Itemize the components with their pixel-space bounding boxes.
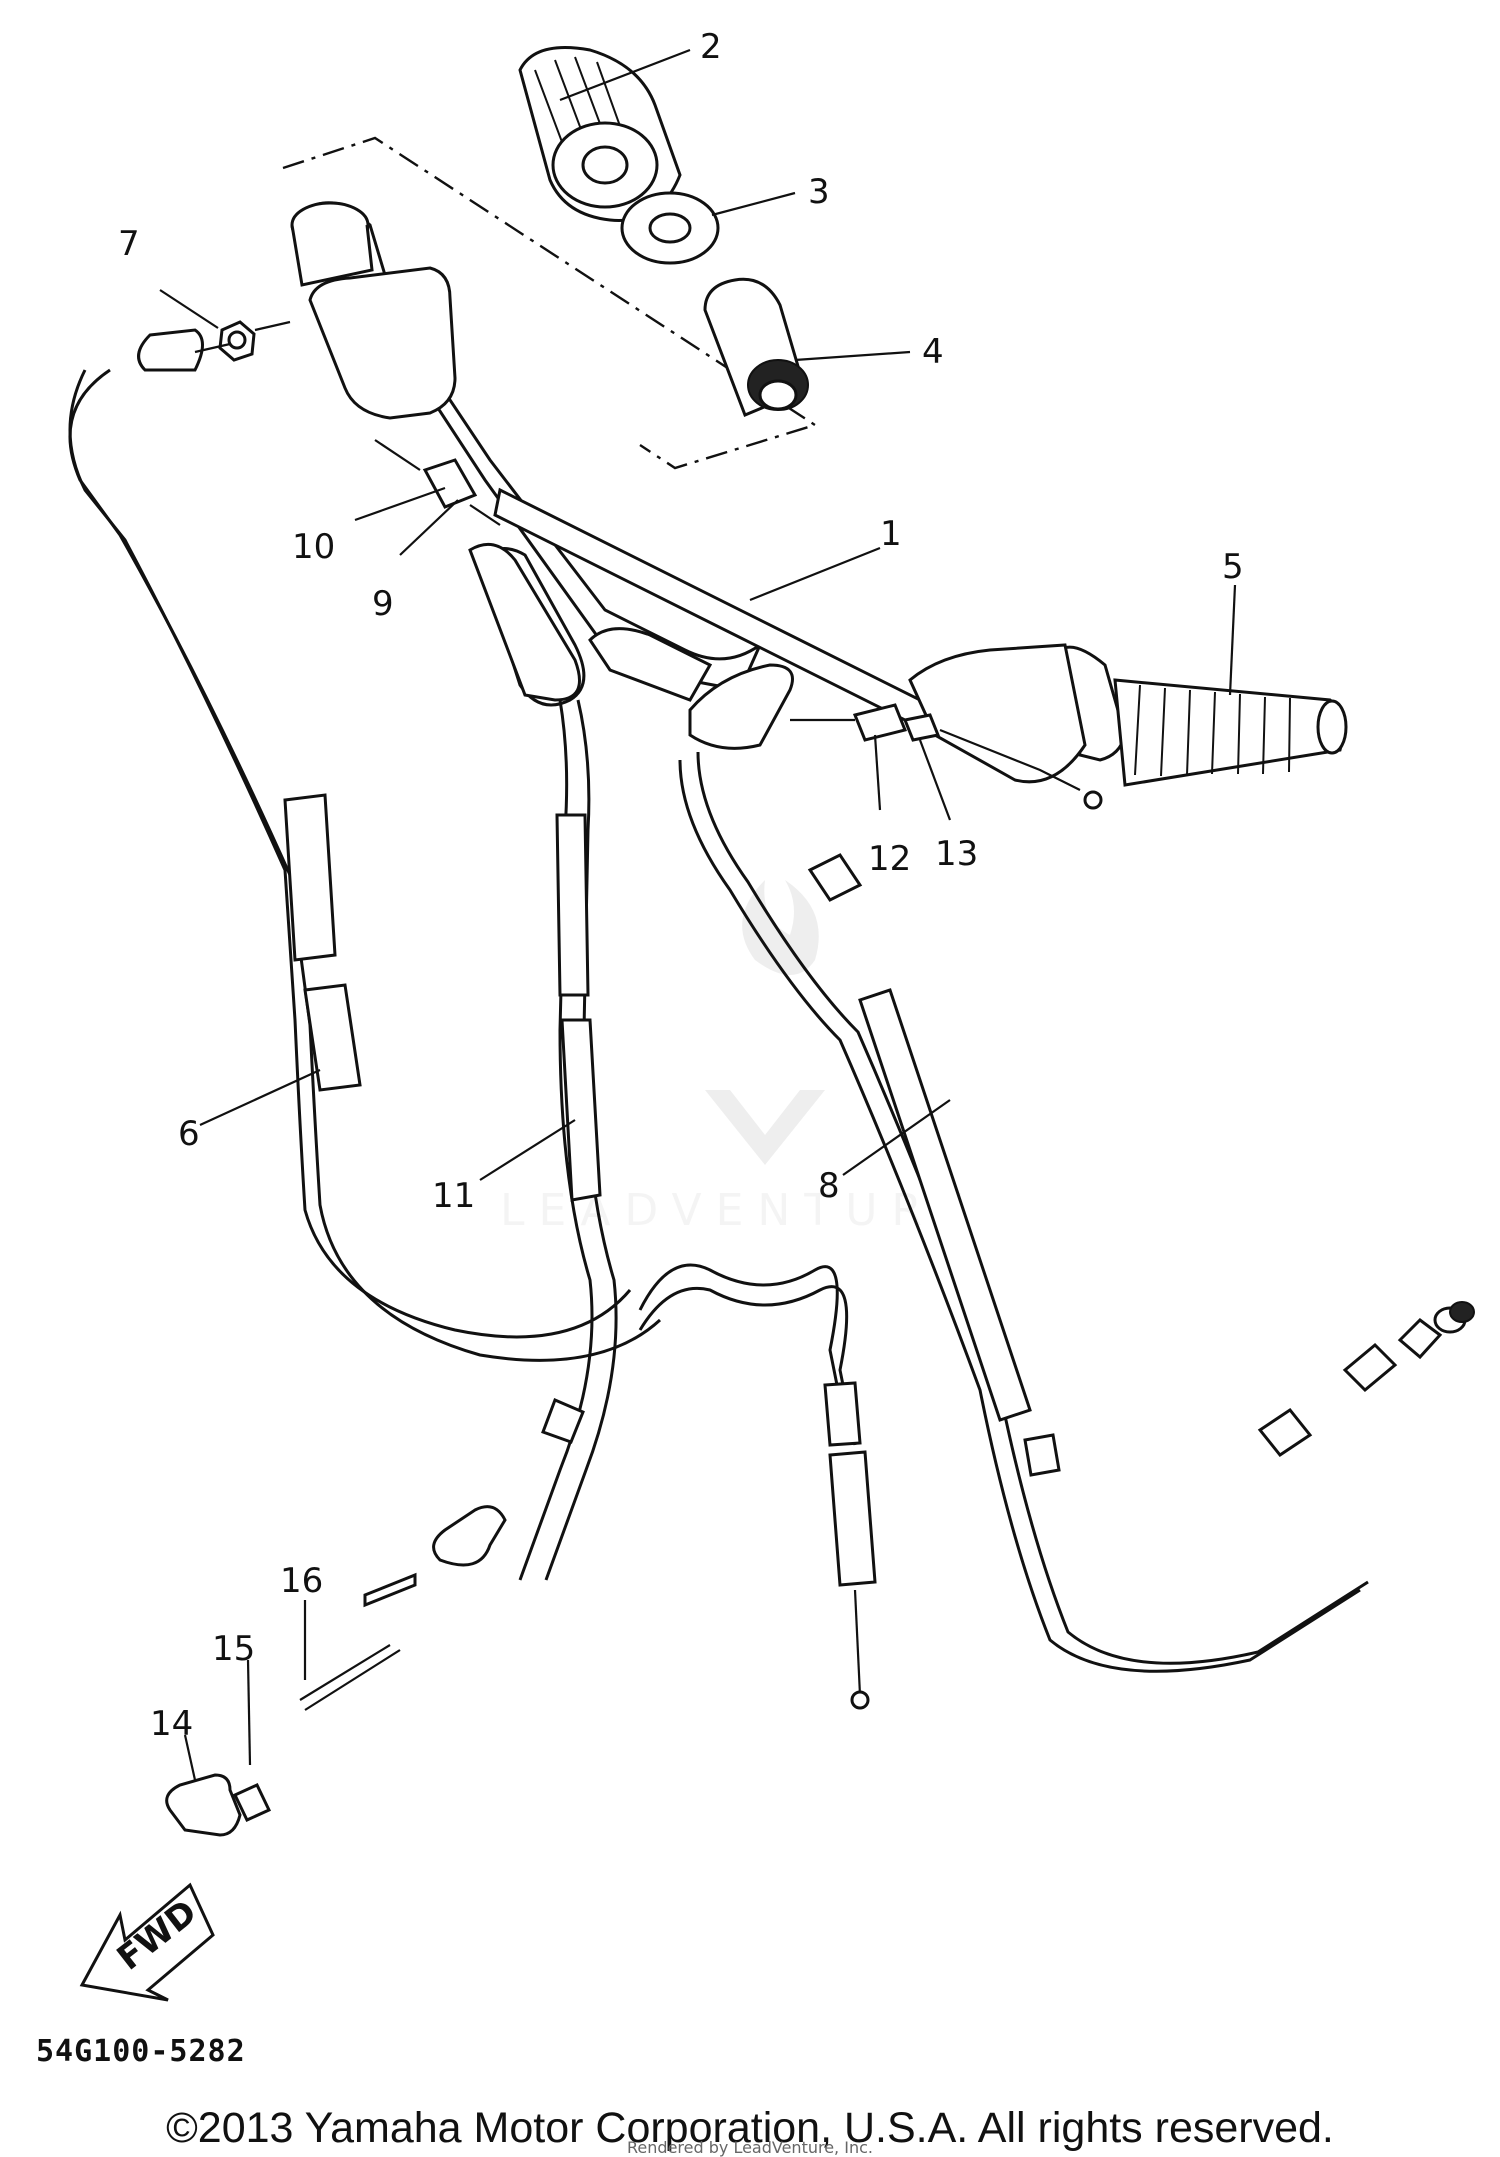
grip-part-2 [518,46,682,222]
callout-2: 2 [700,27,722,67]
callout-9: 9 [372,584,394,624]
fwd-arrow: FWD [79,1882,215,2002]
copyright-notice: ©2013 Yamaha Motor Corporation, U.S.A. A… [166,2104,1334,2152]
callout-1: 1 [880,514,902,554]
callout-6: 6 [178,1114,200,1154]
throttle-housing [290,201,457,420]
callout-13: 13 [935,834,978,874]
throttle-tube-part-4 [703,277,809,417]
leader-lines [159,48,1237,1781]
cable-part-11 [468,542,618,1581]
cable-part-8 [678,751,1475,1673]
render-credit: Rendered by LeadVenture, Inc. [627,2138,873,2157]
switch-body-right [688,663,794,750]
washer-part-3 [620,191,720,265]
callout-3: 3 [808,172,830,212]
lever-assembly [908,643,1087,784]
callout-numbers: 1 2 3 4 5 6 7 8 9 10 11 12 13 14 15 16 [118,27,1244,1744]
callout-8: 8 [818,1166,840,1206]
callout-14: 14 [150,1704,193,1744]
adjusters-12-13 [790,703,1103,810]
cable-part-6 [68,328,662,1362]
adjusters-9-10 [374,439,501,526]
right-grip-part-5 [1058,645,1348,787]
callout-4: 4 [922,332,944,372]
callout-16: 16 [280,1561,323,1601]
cable-end-parts [165,1505,507,1837]
callout-11: 11 [432,1176,475,1216]
lower-cable-center [638,1263,877,1710]
callout-12: 12 [868,839,911,879]
callout-10: 10 [292,527,335,567]
part-code: 54G100-5282 [36,2034,246,2069]
callout-7: 7 [118,224,140,264]
callout-15: 15 [212,1629,255,1669]
callout-5: 5 [1222,547,1244,587]
